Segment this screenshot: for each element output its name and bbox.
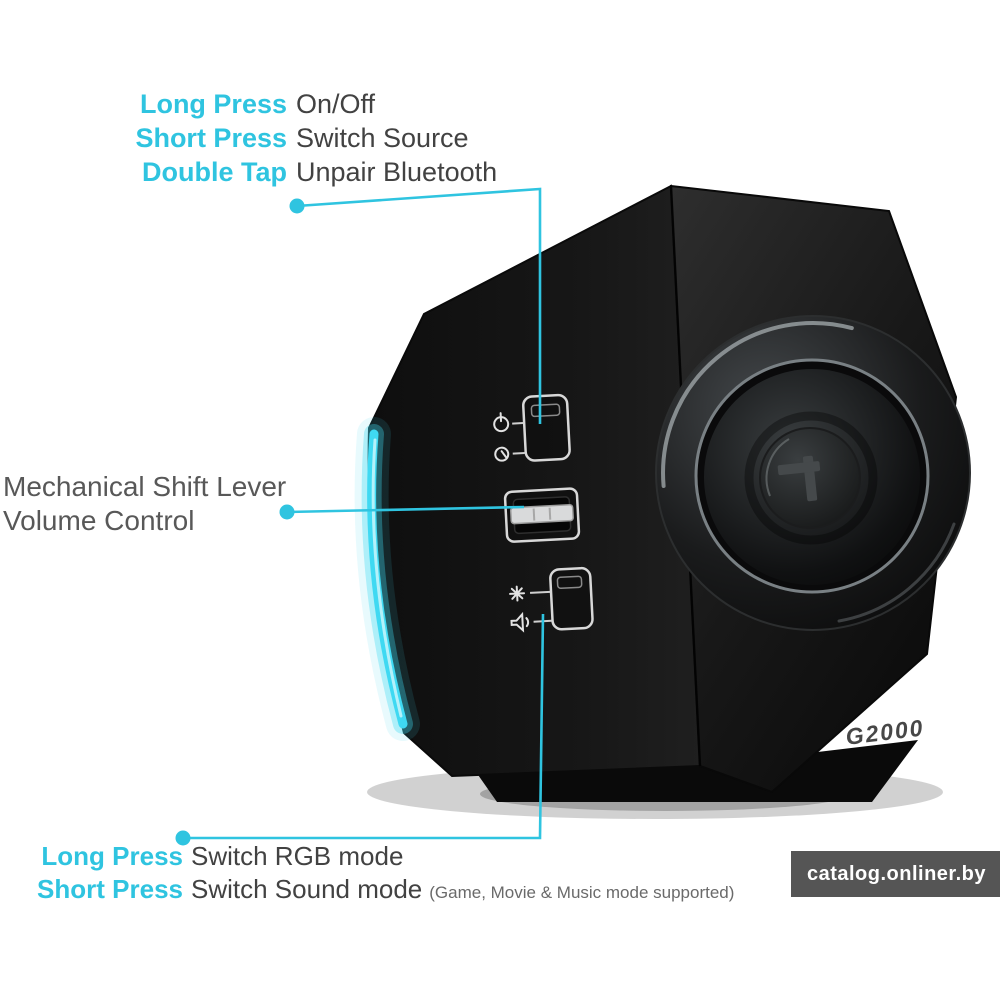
- mode-control-annotation: Long Press Switch RGB mode Short Press S…: [0, 840, 734, 909]
- power-control[interactable]: [492, 393, 571, 463]
- side-control-panel: [492, 393, 594, 633]
- callout-power: [289, 187, 542, 424]
- watermark: catalog.onliner.by: [790, 851, 1000, 897]
- rgb-mode-icon: [509, 585, 526, 602]
- power-control-annotation: Long Press On/Off Short Press Switch Sou…: [0, 87, 497, 189]
- sound-mode-icon: [510, 611, 530, 633]
- brand-logo-icon: [777, 455, 821, 502]
- speaker-driver: [655, 315, 971, 631]
- ring-lower-arc: [837, 522, 956, 623]
- action-result: Switch RGB mode: [191, 841, 404, 871]
- power-icon: [493, 412, 510, 433]
- cap-highlight: [765, 438, 790, 497]
- action-label: Long Press: [139, 89, 287, 119]
- callout-mode: [175, 613, 545, 846]
- speaker-side-face: [367, 184, 702, 778]
- action-result: Switch Source: [296, 123, 469, 153]
- callout-volume: [279, 504, 525, 520]
- action-note: (Game, Movie & Music mode supported): [429, 883, 735, 902]
- action-result: On/Off: [296, 89, 376, 119]
- annotation-row: Short Press Switch Source: [0, 121, 497, 155]
- ring-highlight-arc: [661, 321, 854, 488]
- source-icon: [494, 446, 510, 462]
- annotation-row: Long Press On/Off: [0, 87, 497, 121]
- annotation-row: Long Press Switch RGB mode: [0, 840, 734, 873]
- power-toggle-knob[interactable]: [530, 403, 561, 418]
- volume-control-annotation: Mechanical Shift Lever Volume Control: [3, 470, 286, 538]
- rgb-led-strip: [354, 417, 420, 741]
- action-label: Long Press: [41, 841, 183, 871]
- action-label: Short Press: [135, 123, 287, 153]
- cone-shadow-ring: [744, 411, 878, 545]
- annotation-line: Mechanical Shift Lever: [3, 471, 287, 502]
- mode-toggle-knob[interactable]: [556, 575, 583, 590]
- action-label: Short Press: [37, 874, 183, 904]
- volume-lever-knob[interactable]: [509, 503, 574, 525]
- action-label: Double Tap: [142, 157, 287, 187]
- volume-lever[interactable]: [503, 487, 581, 543]
- action-result: Switch Sound mode: [191, 874, 423, 904]
- annotation-row: Short Press Switch Sound mode (Game, Mov…: [0, 873, 734, 909]
- annotation-line: Volume Control: [3, 505, 195, 536]
- mode-control[interactable]: [509, 566, 594, 633]
- annotation-row: Double Tap Unpair Bluetooth: [0, 155, 497, 189]
- action-result: Unpair Bluetooth: [296, 157, 498, 187]
